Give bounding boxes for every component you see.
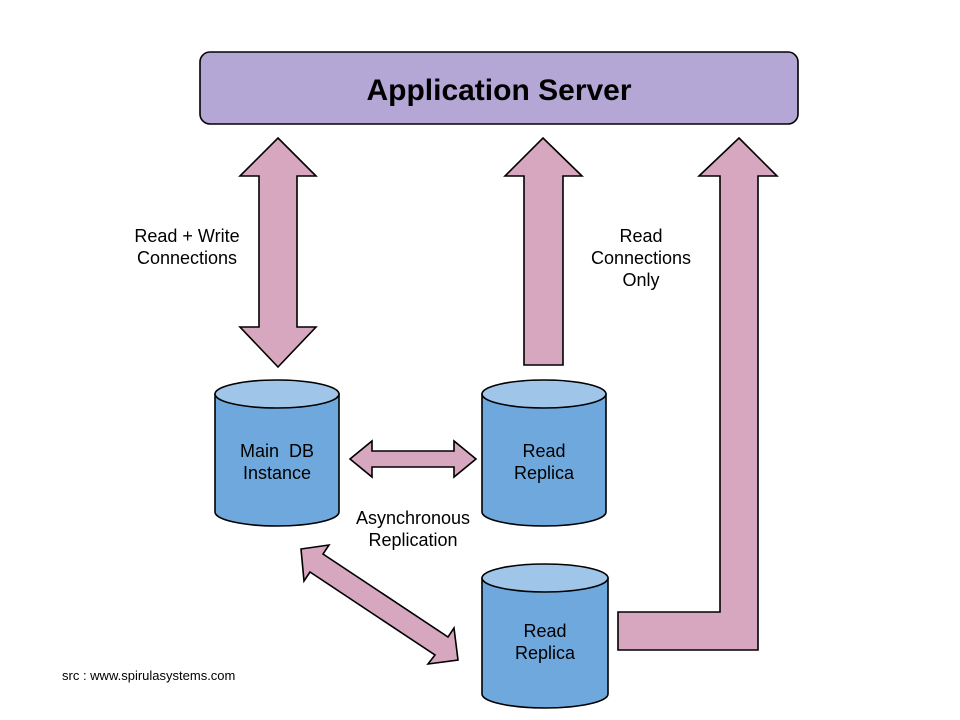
- read-connection-arrow-bottom-replica: [617, 136, 779, 651]
- main-db-label-line2: Instance: [243, 463, 311, 483]
- replication-arrow-diagonal: [300, 543, 459, 666]
- source-credit: src : www.spirulasystems.com: [62, 668, 235, 683]
- read-replica-bottom-label-line1: Read: [523, 621, 566, 641]
- read-only-label-line2: Connections: [591, 248, 691, 268]
- application-server-box: Application Server: [199, 51, 799, 125]
- read-replica-top-label-line2: Replica: [514, 463, 575, 483]
- read-only-label-line3: Only: [622, 270, 659, 290]
- async-replication-label-line1: Asynchronous: [356, 508, 470, 528]
- read-write-label-line2: Connections: [137, 248, 237, 268]
- read-connection-arrow-top-replica: [503, 136, 584, 366]
- read-replica-top-cylinder: Read Replica: [481, 379, 607, 527]
- async-replication-label-line2: Replication: [368, 530, 457, 550]
- read-write-label-line1: Read + Write: [134, 226, 239, 246]
- main-db-cylinder: Main DB Instance: [214, 379, 340, 527]
- read-write-double-arrow: [238, 136, 318, 369]
- read-replica-bottom-label-line2: Replica: [515, 643, 576, 663]
- read-replica-top-label-line1: Read: [522, 441, 565, 461]
- replication-arrow-horizontal: [348, 439, 478, 479]
- read-only-label-line1: Read: [619, 226, 662, 246]
- application-server-title: Application Server: [366, 74, 631, 107]
- main-db-label-line1: Main DB: [240, 441, 314, 461]
- read-replica-bottom-cylinder: Read Replica: [481, 563, 609, 709]
